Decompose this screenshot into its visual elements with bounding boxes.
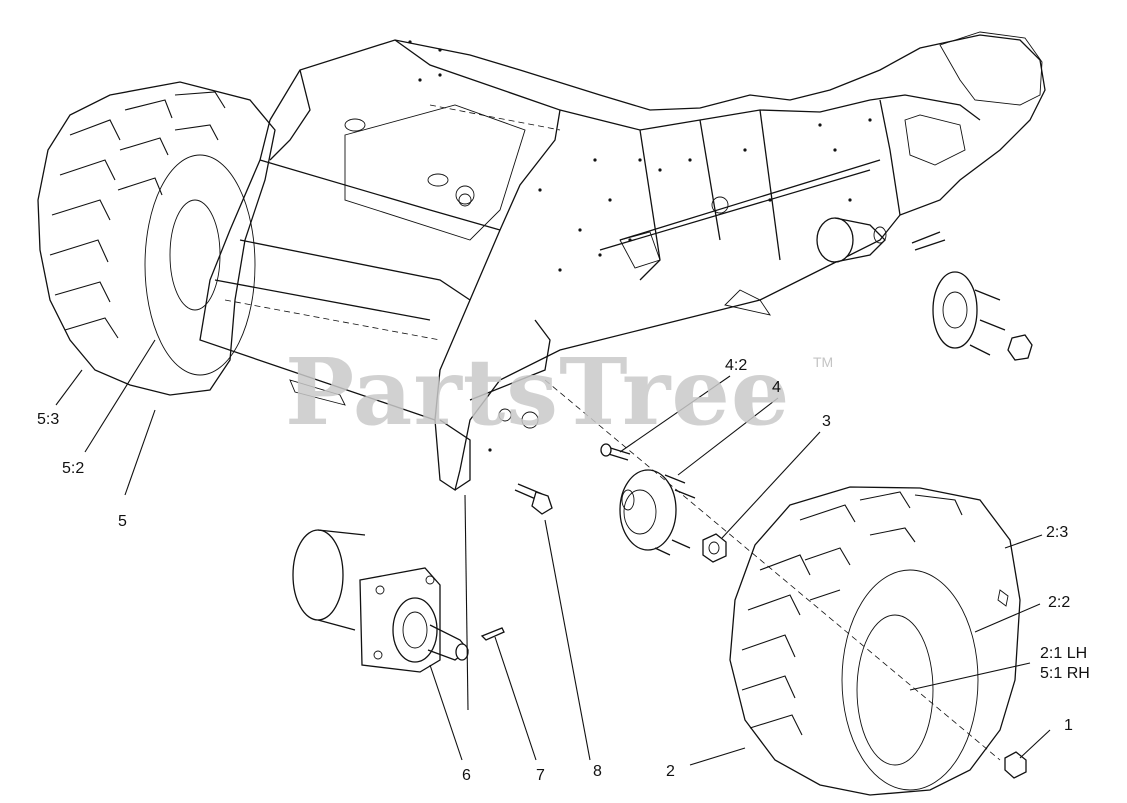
callout-5: 5 [118, 513, 127, 530]
partstree-watermark: PartsTree [285, 338, 791, 446]
trademark-symbol: TM [813, 354, 834, 370]
leader-lines [55, 339, 1051, 766]
key-7 [480, 627, 505, 641]
callout-5-2: 5:2 [62, 460, 85, 477]
tire-5 [37, 81, 276, 396]
hub-4 [619, 469, 696, 556]
callout-4: 4 [772, 379, 781, 396]
callout-6: 6 [462, 767, 471, 784]
callout-8: 8 [593, 763, 602, 780]
callout-2-3: 2:3 [1046, 524, 1069, 541]
frame-chassis [199, 31, 1046, 492]
callout-2: 2 [666, 763, 675, 780]
callout-3: 3 [822, 413, 831, 430]
callout-2-1-lh: 2:1 LH [1040, 645, 1088, 662]
bolt-4-2 [600, 443, 631, 461]
lug-nut-1 [1004, 751, 1027, 779]
callout-1: 1 [1064, 717, 1073, 734]
callout-5-3: 5:3 [37, 411, 60, 428]
tire-2 [729, 486, 1021, 796]
callout-7: 7 [536, 767, 545, 784]
callout-5-1-rh: 5:1 RH [1040, 665, 1090, 682]
callout-2-2: 2:2 [1048, 594, 1071, 611]
lug-nut-3 [702, 533, 727, 563]
callout-4-2: 4:2 [725, 357, 748, 374]
axis-line [544, 379, 1001, 761]
right-axle-hub-assembly [816, 217, 1033, 361]
wheel-motor-6 [292, 529, 469, 673]
bolt-8 [514, 483, 553, 515]
